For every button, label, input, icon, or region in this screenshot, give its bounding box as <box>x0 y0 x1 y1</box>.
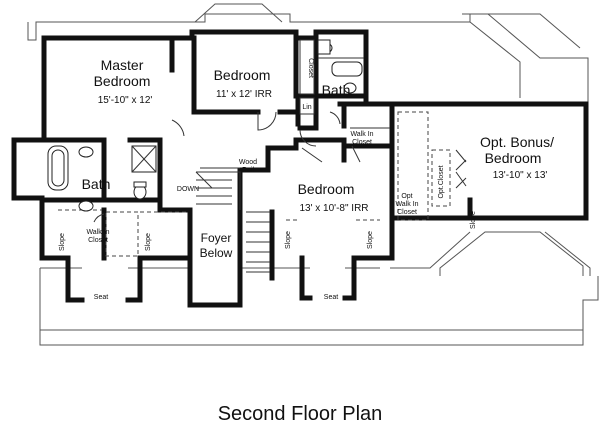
bedroom-front-dims: 11' x 12' IRR <box>216 89 272 100</box>
opt-closet-label: Opt.Closet <box>438 165 445 198</box>
opt-walk-in-line3: Closet <box>397 209 417 216</box>
bonus-dims: 13'-10" x 13' <box>493 170 548 181</box>
bedroom-lower-name: Bedroom <box>298 181 355 197</box>
opt-walk-in-line1: Opt <box>401 193 412 200</box>
opt-walk-in-line2: Walk In <box>395 201 418 208</box>
foyer-name-line1: Foyer <box>201 231 232 245</box>
walk-in-closet-master-line2: Closet <box>88 237 108 244</box>
closet-label: Closet <box>307 58 314 78</box>
master-bedroom-dims: 15'-10" x 12' <box>98 95 153 106</box>
stairs <box>195 167 270 273</box>
slope-label-5: Slope <box>470 211 477 229</box>
seat-left-label: Seat <box>94 294 108 301</box>
bedroom-lower-dims: 13' x 10'-8" IRR <box>299 203 368 214</box>
lin-label: Lin <box>302 104 311 111</box>
bath-master-name: Bath <box>82 176 111 192</box>
plan-caption: Second Floor Plan <box>218 403 383 425</box>
fixtures <box>47 39 363 212</box>
wood-rail-line1: Wood <box>239 159 257 166</box>
interior-lines <box>58 39 451 257</box>
door-swings <box>93 111 467 223</box>
room-labels: Master Bedroom 15'-10" x 12' Bedroom 11'… <box>82 57 554 260</box>
down-label: DOWN <box>177 186 199 193</box>
walls <box>11 29 589 308</box>
walk-in-closet-master-line1: Walk In <box>86 229 109 236</box>
small-labels: Closet Lin Walk In Closet Walk In Closet… <box>59 58 477 301</box>
foyer-name-line2: Below <box>200 246 233 260</box>
slope-label-3: Slope <box>285 231 292 249</box>
walk-in-closet-label-line2: Closet <box>352 139 372 146</box>
bedroom-front-name: Bedroom <box>214 67 271 83</box>
walk-in-closet-label-line1: Walk In <box>350 131 373 138</box>
slope-label-1: Slope <box>59 233 66 251</box>
slope-label-4: Slope <box>367 231 374 249</box>
wood-rail-line2: Rail <box>242 167 255 174</box>
bonus-name-line2: Bedroom <box>485 150 542 166</box>
master-bedroom-name-line1: Master <box>101 57 144 73</box>
bonus-name-line1: Opt. Bonus/ <box>480 134 554 150</box>
slope-label-2: Slope <box>145 233 152 251</box>
bath-upper-name: Bath <box>322 82 351 98</box>
master-bedroom-name-line2: Bedroom <box>94 73 151 89</box>
seat-right-label: Seat <box>324 294 338 301</box>
